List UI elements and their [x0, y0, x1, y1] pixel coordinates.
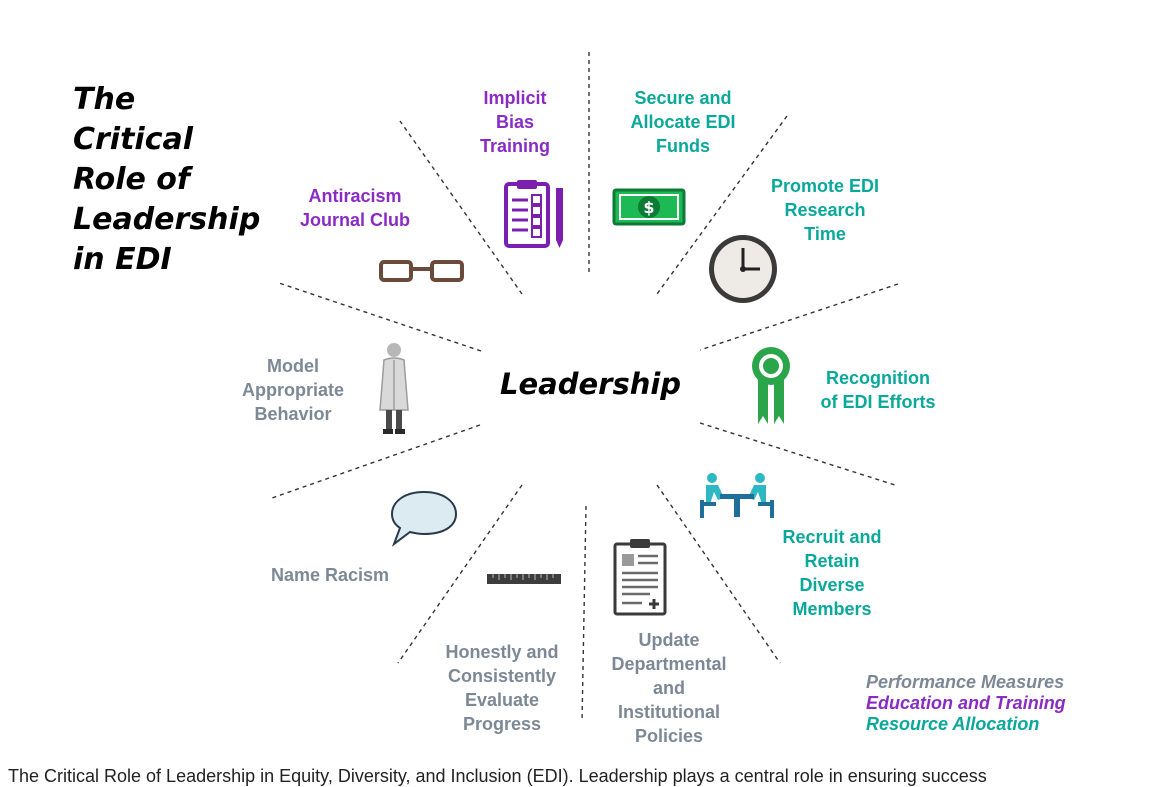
label-research-time: Promote EDI Research Time: [770, 176, 880, 244]
medical-document-icon: [613, 539, 667, 616]
label-recruit: Recruit and Retain Diverse Members: [782, 527, 882, 619]
center-label: Leadership: [500, 367, 682, 401]
divider-line: [278, 282, 482, 352]
label-antiracism-club: Antiracism Journal Club: [299, 186, 410, 230]
legend-resource: Resource Allocation: [866, 714, 1040, 734]
divider-line: [699, 422, 899, 487]
label-secure-funds: Secure and Allocate EDI Funds: [630, 88, 736, 156]
glasses-icon: [379, 260, 464, 282]
label-recognition: Recognition of EDI Efforts: [820, 368, 936, 412]
award-ribbon-icon: [752, 347, 790, 424]
speech-bubble-icon: [390, 490, 458, 547]
meeting-table-icon: [700, 473, 774, 518]
label-update-policies: Update Departmental and Institutional Po…: [611, 630, 727, 746]
svg-text:$: $: [643, 198, 654, 217]
legend-education: Education and Training: [866, 693, 1066, 713]
label-evaluate: Honestly and Consistently Evaluate Progr…: [445, 642, 559, 734]
divider-line: [399, 120, 523, 295]
divider-line: [581, 505, 587, 723]
ruler-icon: [487, 574, 561, 584]
dollar-bill-icon: $: [612, 188, 686, 226]
label-name-racism: Name Racism: [270, 565, 390, 585]
person-in-coat-icon: [379, 343, 409, 434]
clipboard-checklist-icon: [504, 180, 563, 248]
page-title: The Critical Role of Leadership in EDI: [73, 82, 261, 277]
label-implicit-bias: Implicit Bias Training: [479, 88, 550, 156]
clock-icon: [709, 235, 777, 303]
label-model-behavior: Model Appropriate Behavior: [241, 356, 344, 424]
figure-caption: The Critical Role of Leadership in Equit…: [8, 766, 987, 786]
legend: Performance Measures Education and Train…: [866, 672, 1066, 735]
divider-line: [699, 283, 899, 351]
legend-performance: Performance Measures: [866, 672, 1065, 692]
